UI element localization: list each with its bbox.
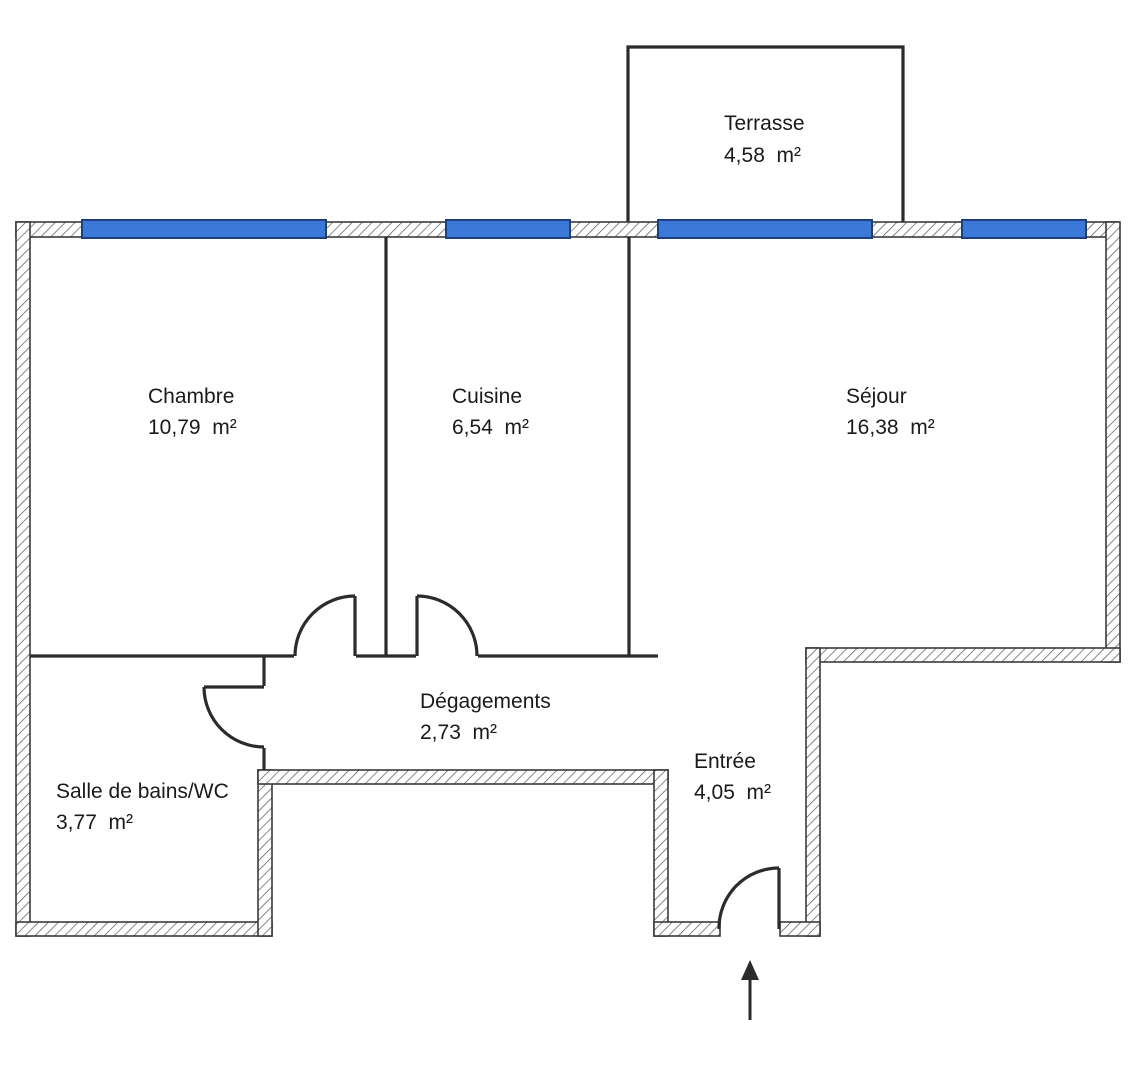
left-wall	[15, 221, 31, 937]
windows	[81, 219, 1087, 239]
corridor-bottom-wall	[257, 769, 669, 785]
right-wall	[1105, 221, 1121, 663]
cuisine-area: 6,54 m²	[452, 416, 529, 439]
sejour-bottom-wall	[805, 647, 1121, 663]
door-entree-swing	[717, 866, 780, 930]
door-chambre-swing	[293, 594, 356, 657]
degagements-area: 2,73 m²	[420, 721, 497, 744]
window-chambre	[81, 219, 327, 239]
window-sejour-right	[961, 219, 1087, 239]
bathroom-name: Salle de bains/WC	[56, 780, 229, 803]
door-cuisine-swing	[416, 594, 479, 657]
entree-name: Entrée	[694, 750, 756, 773]
bathroom-bottom-wall	[15, 921, 273, 937]
entree-bottom-right-wall	[779, 921, 821, 937]
chambre-area: 10,79 m²	[148, 416, 237, 439]
sejour-name: Séjour	[846, 385, 907, 408]
doors	[202, 594, 781, 930]
bathroom-area: 3,77 m²	[56, 811, 133, 834]
room-labels: Terrasse 4,58 m² Chambre 10,79 m² Cuisin…	[56, 112, 935, 834]
chambre-name: Chambre	[148, 385, 234, 408]
exterior-walls	[15, 221, 1121, 937]
door-bathroom-swing	[202, 686, 265, 749]
degagements-name: Dégagements	[420, 690, 551, 713]
terrasse-area: 4,58 m²	[724, 144, 801, 167]
entree-right-wall	[805, 647, 821, 937]
terrasse-outline	[626, 45, 905, 222]
arrow-up-icon	[741, 960, 759, 1020]
bathroom-right-wall	[257, 769, 273, 937]
cuisine-name: Cuisine	[452, 385, 522, 408]
partitions	[30, 237, 658, 770]
entree-area: 4,05 m²	[694, 781, 771, 804]
entree-bottom-left-wall	[653, 921, 721, 937]
terrasse-name: Terrasse	[724, 112, 805, 135]
window-cuisine	[445, 219, 571, 239]
sejour-area: 16,38 m²	[846, 416, 935, 439]
window-sejour-left	[657, 219, 873, 239]
entree-left-wall	[653, 769, 669, 937]
